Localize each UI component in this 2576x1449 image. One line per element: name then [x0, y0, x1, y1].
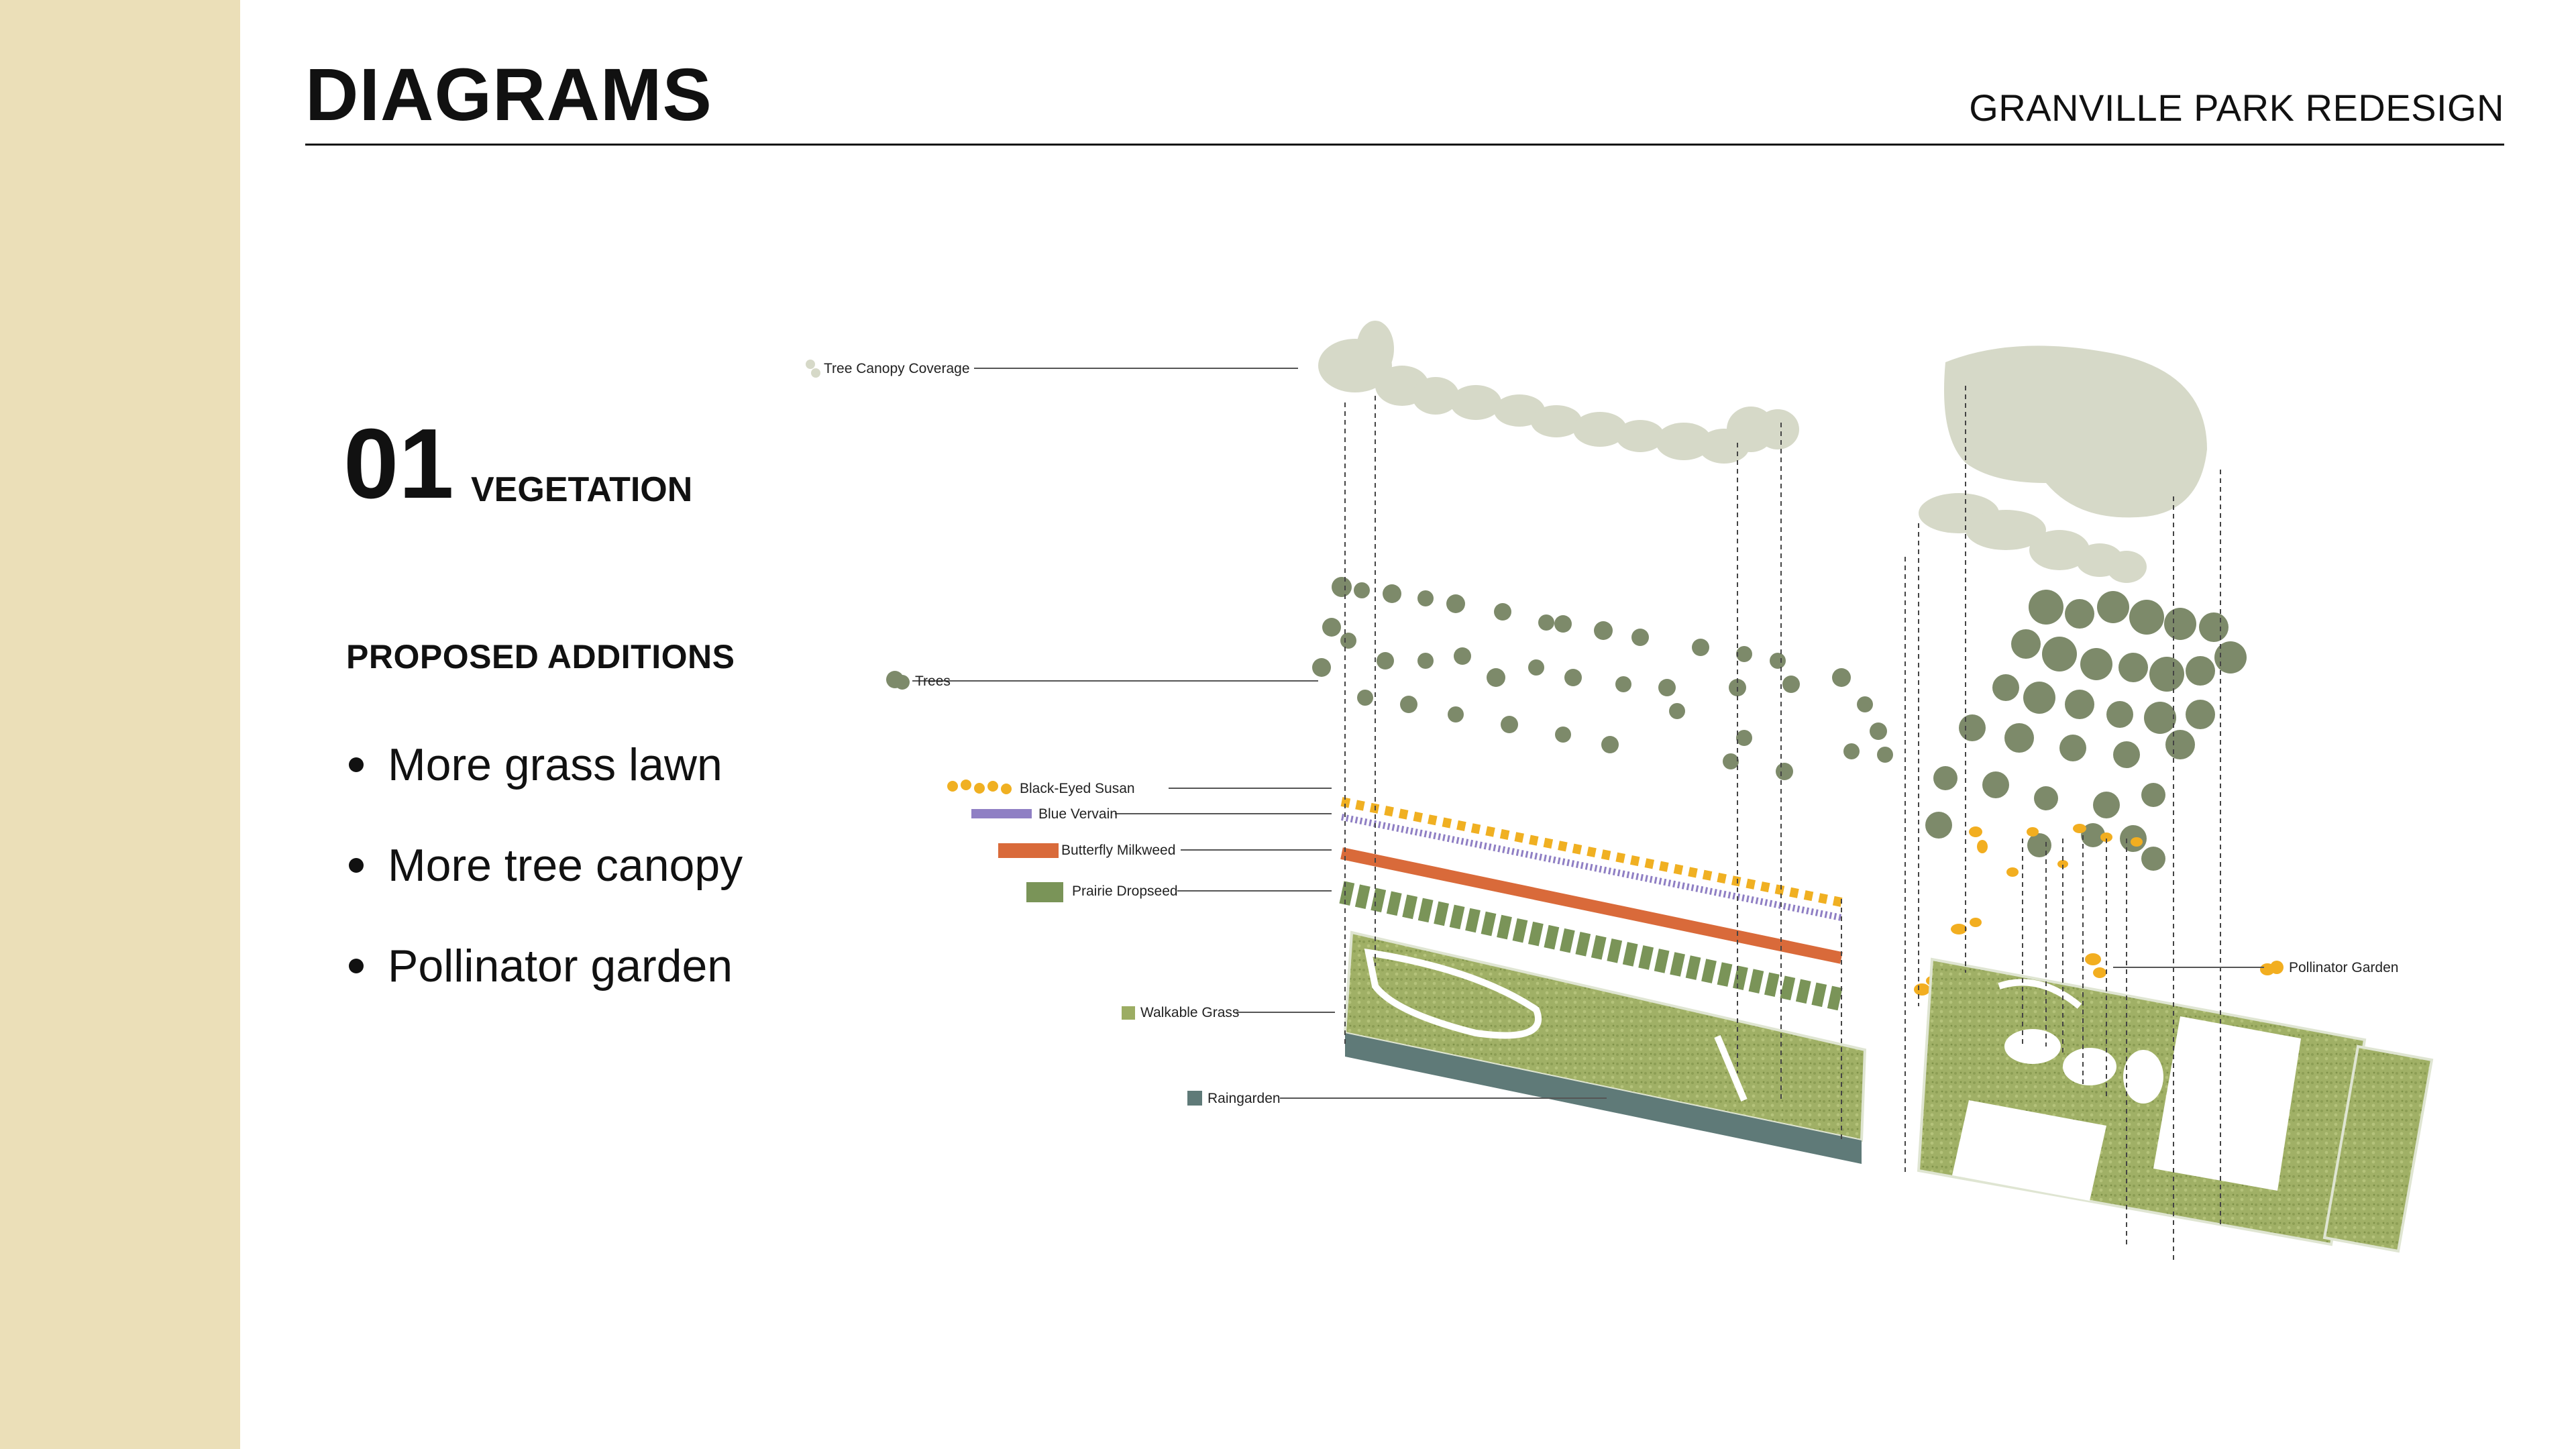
legend-swatch-pollinator-icon	[2270, 961, 2284, 974]
label-prairie-dropseed: Prairie Dropseed	[1072, 883, 1178, 899]
bullet-icon	[349, 858, 364, 873]
butterfly-milkweed-layer	[1340, 847, 1843, 964]
legend-swatch-vervain-icon	[971, 809, 1032, 818]
label-blue-vervain: Blue Vervain	[1038, 806, 1118, 822]
legend-swatch-trees-icon	[886, 671, 910, 690]
label-black-eyed-susan: Black-Eyed Susan	[1020, 781, 1135, 796]
projection-lines-right	[1904, 386, 2221, 1261]
label-trees: Trees	[915, 674, 951, 689]
legend-swatch-grass-icon	[1122, 1006, 1135, 1020]
additions-heading: PROPOSED ADDITIONS	[346, 638, 735, 676]
label-walkable-grass: Walkable Grass	[1140, 1005, 1239, 1020]
project-title: GRANVILLE PARK REDESIGN	[1969, 87, 2504, 129]
list-item-text: More grass lawn	[388, 739, 722, 790]
legend-swatch-dropseed-icon	[1026, 882, 1063, 902]
legend-swatch-milkweed-icon	[998, 843, 1059, 858]
header-divider	[305, 144, 2504, 146]
list-item: Pollinator garden	[346, 939, 743, 1040]
list-item-text: Pollinator garden	[388, 941, 733, 991]
legend-labels: Tree Canopy Coverage Trees Black-Eyed Su…	[824, 361, 2398, 1106]
bullet-icon	[349, 757, 364, 772]
walkable-grass-layer-right	[1917, 957, 2434, 1253]
canopy-layer-left	[1318, 321, 1799, 464]
section-title: VEGETATION	[471, 470, 693, 509]
label-pollinator-garden: Pollinator Garden	[2289, 960, 2398, 975]
prairie-dropseed-layer	[1339, 881, 1844, 1011]
additions-list: More grass lawn More tree canopy Pollina…	[346, 738, 743, 1040]
list-item: More tree canopy	[346, 839, 743, 939]
sidebar-band	[0, 0, 240, 1449]
tree-layer-left	[1312, 577, 1893, 780]
legend-swatch-canopy-icon	[806, 360, 820, 378]
canopy-layer-right	[1919, 345, 2207, 583]
legend-swatch-raingarden-icon	[1187, 1091, 1202, 1106]
section-number: 01	[343, 409, 454, 519]
legend-swatch-susan-icon	[947, 780, 1012, 794]
page-title: DIAGRAMS	[305, 54, 712, 136]
label-raingarden: Raingarden	[1208, 1091, 1281, 1106]
tree-layer-right	[1925, 590, 2247, 871]
list-item-text: More tree canopy	[388, 840, 743, 891]
legend-leaders	[912, 368, 2264, 1099]
label-butterfly-milkweed: Butterfly Milkweed	[1061, 843, 1175, 858]
black-eyed-susan-layer	[1340, 797, 1843, 907]
blue-vervain-layer	[1341, 814, 1842, 921]
list-item: More grass lawn	[346, 738, 743, 839]
bullet-icon	[349, 959, 364, 973]
projection-lines-left	[1344, 396, 1842, 1140]
label-canopy: Tree Canopy Coverage	[824, 361, 970, 376]
